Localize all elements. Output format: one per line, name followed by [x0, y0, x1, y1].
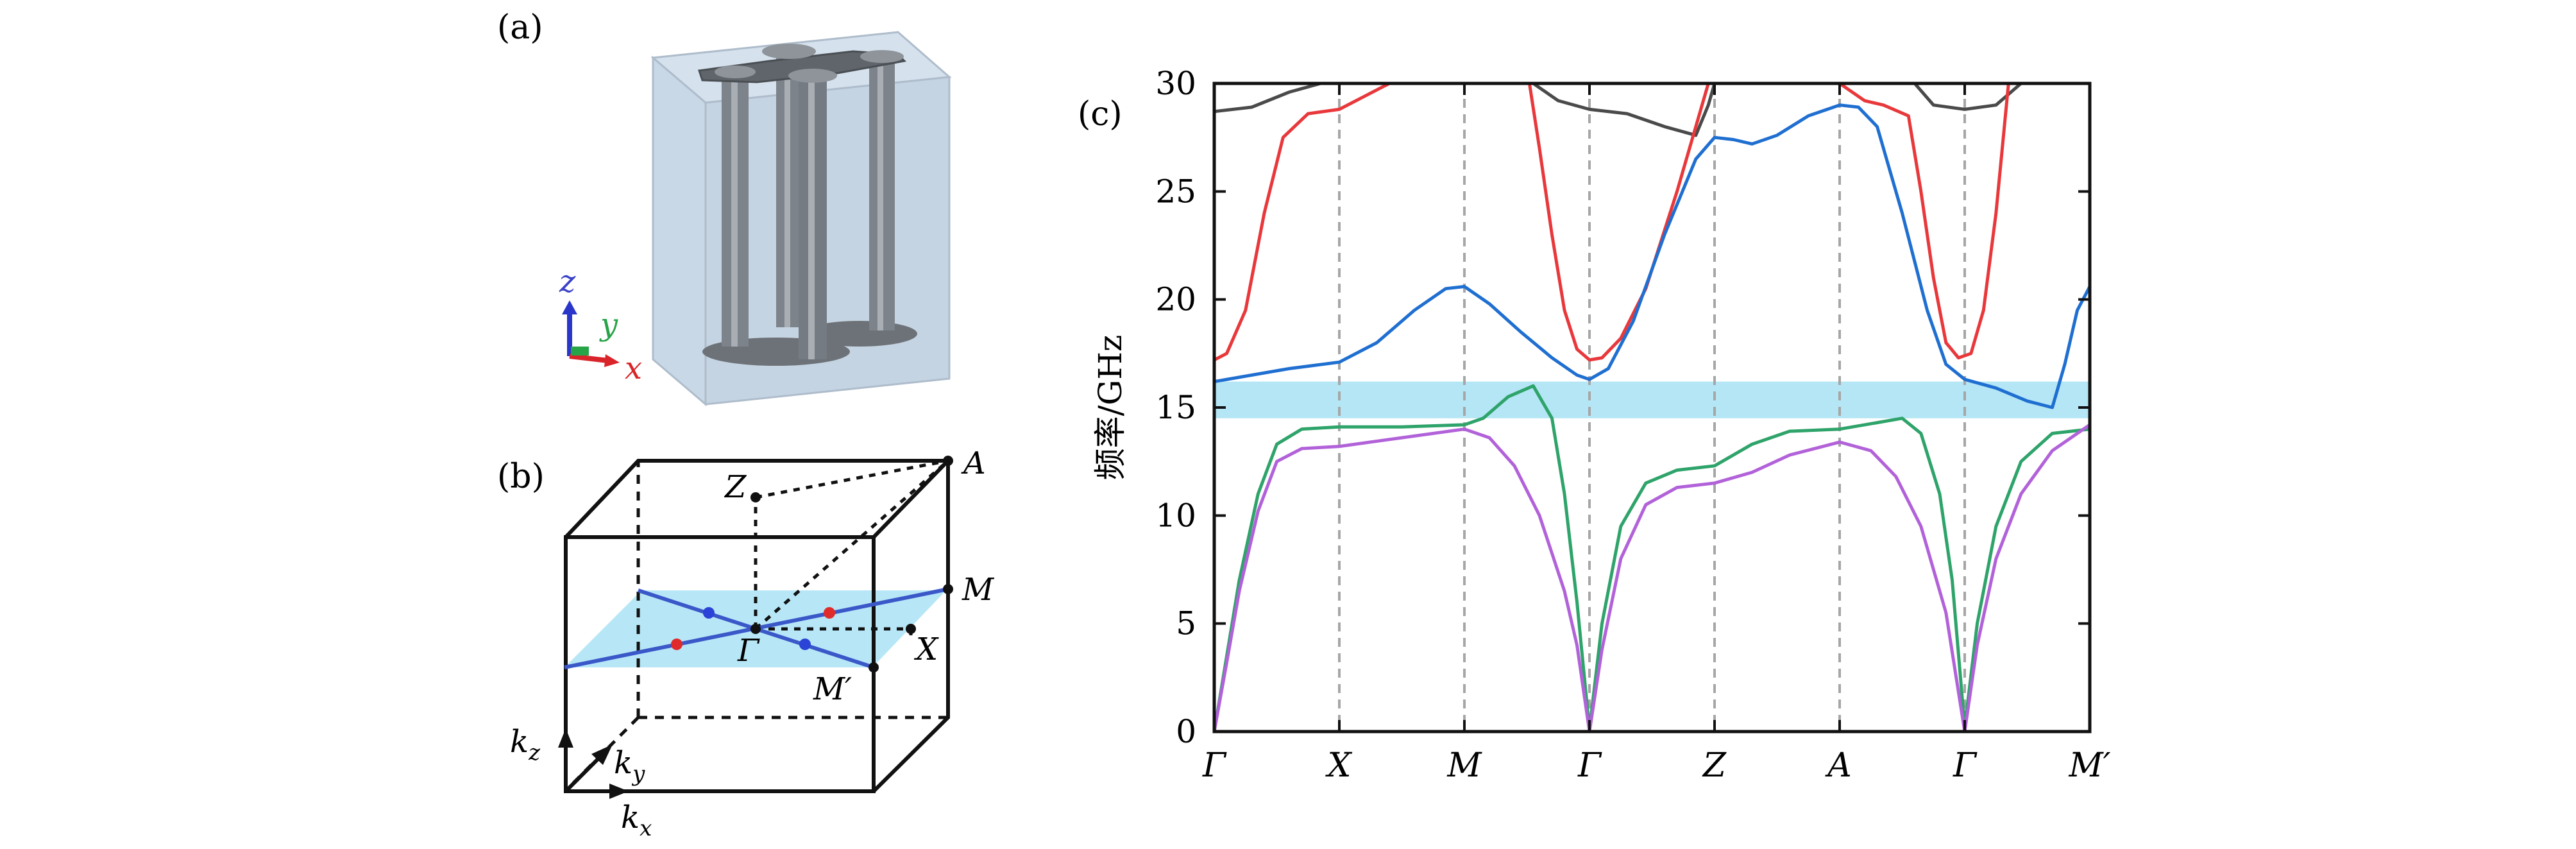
- x-axis-arrowhead: [604, 354, 620, 367]
- label-m: M: [962, 572, 995, 608]
- label-x: X: [913, 631, 939, 667]
- point-m: [943, 584, 953, 594]
- band-structure-chart: 0 5 10 15 20 25 30Γ X M Γ Z A Γ M′ 频率/GHz: [1092, 65, 2111, 785]
- y-tick-label: 5: [1176, 605, 1196, 642]
- rod-top-cap: [788, 69, 837, 83]
- panel-a-label: (a): [497, 8, 543, 47]
- rod-highlight: [877, 61, 883, 330]
- weyl-point-blue: [799, 639, 811, 650]
- y-axis-arrow: [571, 347, 589, 356]
- ky-label: ky: [614, 745, 645, 787]
- band-dark: [1913, 83, 2022, 111]
- weyl-point-blue: [703, 607, 715, 619]
- x-tick-label: M′: [2068, 746, 2110, 785]
- x-tick-label: A: [1825, 746, 1852, 785]
- x-tick-label: Γ: [1953, 746, 1978, 785]
- label-mprime: M′: [813, 671, 852, 707]
- panel-a: (a): [497, 8, 952, 407]
- panel-b-label: (b): [497, 458, 545, 496]
- point-z: [750, 492, 761, 502]
- axis-triad: z y x: [559, 264, 642, 386]
- weyl-point-red: [824, 607, 835, 619]
- band-dark: [1532, 83, 1716, 137]
- point-gamma: [750, 624, 761, 634]
- weyl-points: [671, 456, 953, 673]
- kz-label: kz: [510, 724, 541, 766]
- rod-highlight: [784, 58, 790, 327]
- z-axis-label: z: [559, 264, 576, 300]
- band-green: [1214, 384, 2090, 732]
- x-tick-label: Γ: [1202, 746, 1227, 785]
- panel-c-label: (c): [1078, 95, 1123, 133]
- y-tick-label: 0: [1176, 713, 1196, 750]
- band-dark: [1214, 83, 1321, 114]
- z-axis-arrowhead: [562, 300, 577, 314]
- x-tick-label: X: [1325, 746, 1352, 785]
- y-axis-label: y: [599, 307, 618, 343]
- box-front-face: [652, 55, 707, 407]
- label-z: Z: [724, 469, 747, 505]
- rod-highlight: [731, 77, 738, 347]
- y-tick-label: 15: [1155, 389, 1196, 426]
- weyl-point-red: [671, 639, 682, 650]
- rod-top-cap: [762, 44, 816, 59]
- x-tick-label: Γ: [1577, 746, 1602, 785]
- panel-b: (b): [497, 445, 995, 841]
- kx-label: kx: [621, 800, 652, 841]
- x-axis-arrow: [569, 354, 609, 363]
- band-red: [1214, 83, 1391, 362]
- x-tick-label: M: [1446, 746, 1482, 785]
- rod-top-cap: [715, 65, 756, 78]
- y-tick-label: 25: [1155, 173, 1196, 210]
- y-axis-label: 频率/GHz: [1092, 335, 1129, 481]
- band-blue: [1214, 103, 2090, 409]
- y-tick-label: 20: [1155, 281, 1196, 318]
- label-gamma: Γ: [737, 633, 760, 669]
- y-tick-label: 30: [1155, 65, 1196, 102]
- point-x: [906, 624, 916, 634]
- band-gap-region: [1214, 381, 2090, 418]
- band-red: [1527, 83, 1710, 362]
- rod-highlight: [808, 80, 815, 359]
- point-a: [943, 456, 953, 466]
- x-axis-label: x: [625, 350, 642, 386]
- label-a: A: [961, 445, 986, 481]
- k-axes: [558, 728, 629, 799]
- band-red: [1838, 83, 2010, 360]
- rods: [698, 44, 917, 366]
- point-mprime: [869, 662, 879, 673]
- rod-top-cap: [860, 50, 904, 63]
- band-purple: [1214, 423, 2090, 732]
- y-tick-label: 10: [1155, 497, 1196, 534]
- panel-c: (c) 0 5 10 15 20 25 30Γ X M Γ Z A Γ M′ 频率/GHz: [1078, 65, 2111, 785]
- x-tick-label: Z: [1702, 746, 1727, 785]
